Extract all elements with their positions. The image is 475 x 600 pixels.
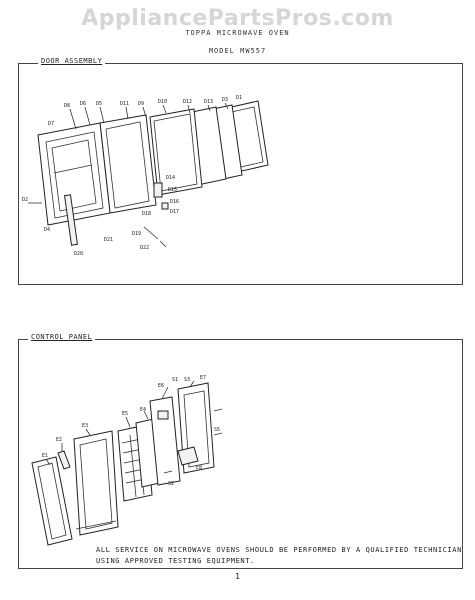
door-assembly-title: DOOR ASSEMBLY bbox=[38, 57, 106, 65]
label-D5: D5 bbox=[96, 101, 102, 107]
header-title: TOPPA MICROWAVE OVEN bbox=[185, 29, 290, 37]
door-glass-layers bbox=[149, 104, 243, 196]
label-D6: D6 bbox=[80, 101, 86, 107]
label-E7: E7 bbox=[200, 375, 206, 381]
control-panel-title: CONTROL PANEL bbox=[28, 333, 96, 341]
door-assembly-frame bbox=[18, 63, 463, 285]
control-connector bbox=[177, 446, 199, 466]
control-mount-plate bbox=[149, 396, 181, 486]
control-leader-lines bbox=[45, 380, 195, 466]
door-handle bbox=[63, 194, 79, 246]
label-D16: D16 bbox=[170, 199, 179, 205]
label-D9: D9 bbox=[138, 101, 144, 107]
control-bezel-frame bbox=[31, 456, 73, 546]
label-D20: D20 bbox=[74, 251, 83, 257]
door-latch-parts bbox=[28, 182, 169, 248]
label-D15: D15 bbox=[168, 187, 177, 193]
label-D14: D14 bbox=[166, 175, 175, 181]
watermark-logo: AppliancePartsPros.com bbox=[81, 6, 394, 31]
label-E8: E8 bbox=[196, 465, 202, 471]
header-model: MODEL MW557 bbox=[208, 47, 267, 55]
service-note-line2: USING APPROVED TESTING EQUIPMENT. bbox=[96, 557, 255, 565]
label-D12: D12 bbox=[183, 99, 192, 105]
label-D17: D17 bbox=[170, 209, 179, 215]
door-part-labels: D8 D6 D5 D7 D11 D9 D10 D12 D13 D3 D1 D14… bbox=[22, 95, 242, 257]
label-E3: E3 bbox=[82, 423, 88, 429]
label-E1: E1 bbox=[42, 453, 48, 459]
label-D4: D4 bbox=[44, 227, 50, 233]
label-S1: S1 bbox=[172, 377, 178, 383]
label-D18: D18 bbox=[142, 211, 151, 217]
service-note-line1: ALL SERVICE ON MICROWAVE OVENS SHOULD BE… bbox=[96, 546, 462, 554]
label-D11: D11 bbox=[120, 101, 129, 107]
label-D22: D22 bbox=[140, 245, 149, 251]
label-D1: D1 bbox=[236, 95, 242, 101]
label-D2: D2 bbox=[22, 197, 28, 203]
control-panel-frame bbox=[18, 339, 463, 569]
service-note: ALL SERVICE ON MICROWAVE OVENS SHOULD BE… bbox=[96, 545, 462, 567]
page-number: 1 bbox=[235, 572, 240, 581]
door-inner-frame bbox=[99, 114, 157, 214]
door-leader-lines bbox=[69, 102, 229, 130]
control-side-strip bbox=[57, 450, 71, 470]
label-E2: E2 bbox=[56, 437, 62, 443]
control-part-labels: E1 E2 E3 E4 E5 E6 E7 E8 S1 S3 S5 S2 bbox=[42, 375, 220, 487]
label-D8: D8 bbox=[64, 103, 70, 109]
label-S2: S2 bbox=[168, 481, 174, 487]
control-panel-body bbox=[73, 430, 119, 536]
label-S5: S5 bbox=[214, 427, 220, 433]
label-D10: D10 bbox=[158, 99, 167, 105]
door-front-frame bbox=[37, 122, 111, 226]
label-D7: D7 bbox=[48, 121, 54, 127]
label-D21: D21 bbox=[104, 237, 113, 243]
control-panel-diagram: E1 E2 E3 E4 E5 E6 E7 E8 S1 S3 S5 S2 bbox=[31, 375, 223, 546]
label-E4: E4 bbox=[140, 407, 146, 413]
label-D3: D3 bbox=[222, 97, 228, 103]
control-screws bbox=[163, 408, 223, 474]
label-D13: D13 bbox=[204, 99, 213, 105]
label-S3: S3 bbox=[184, 377, 190, 383]
door-assembly-diagram: D8 D6 D5 D7 D11 D9 D10 D12 D13 D3 D1 D14… bbox=[22, 95, 269, 257]
label-D19: D19 bbox=[132, 231, 141, 237]
label-E5: E5 bbox=[122, 411, 128, 417]
label-E6: E6 bbox=[158, 383, 164, 389]
